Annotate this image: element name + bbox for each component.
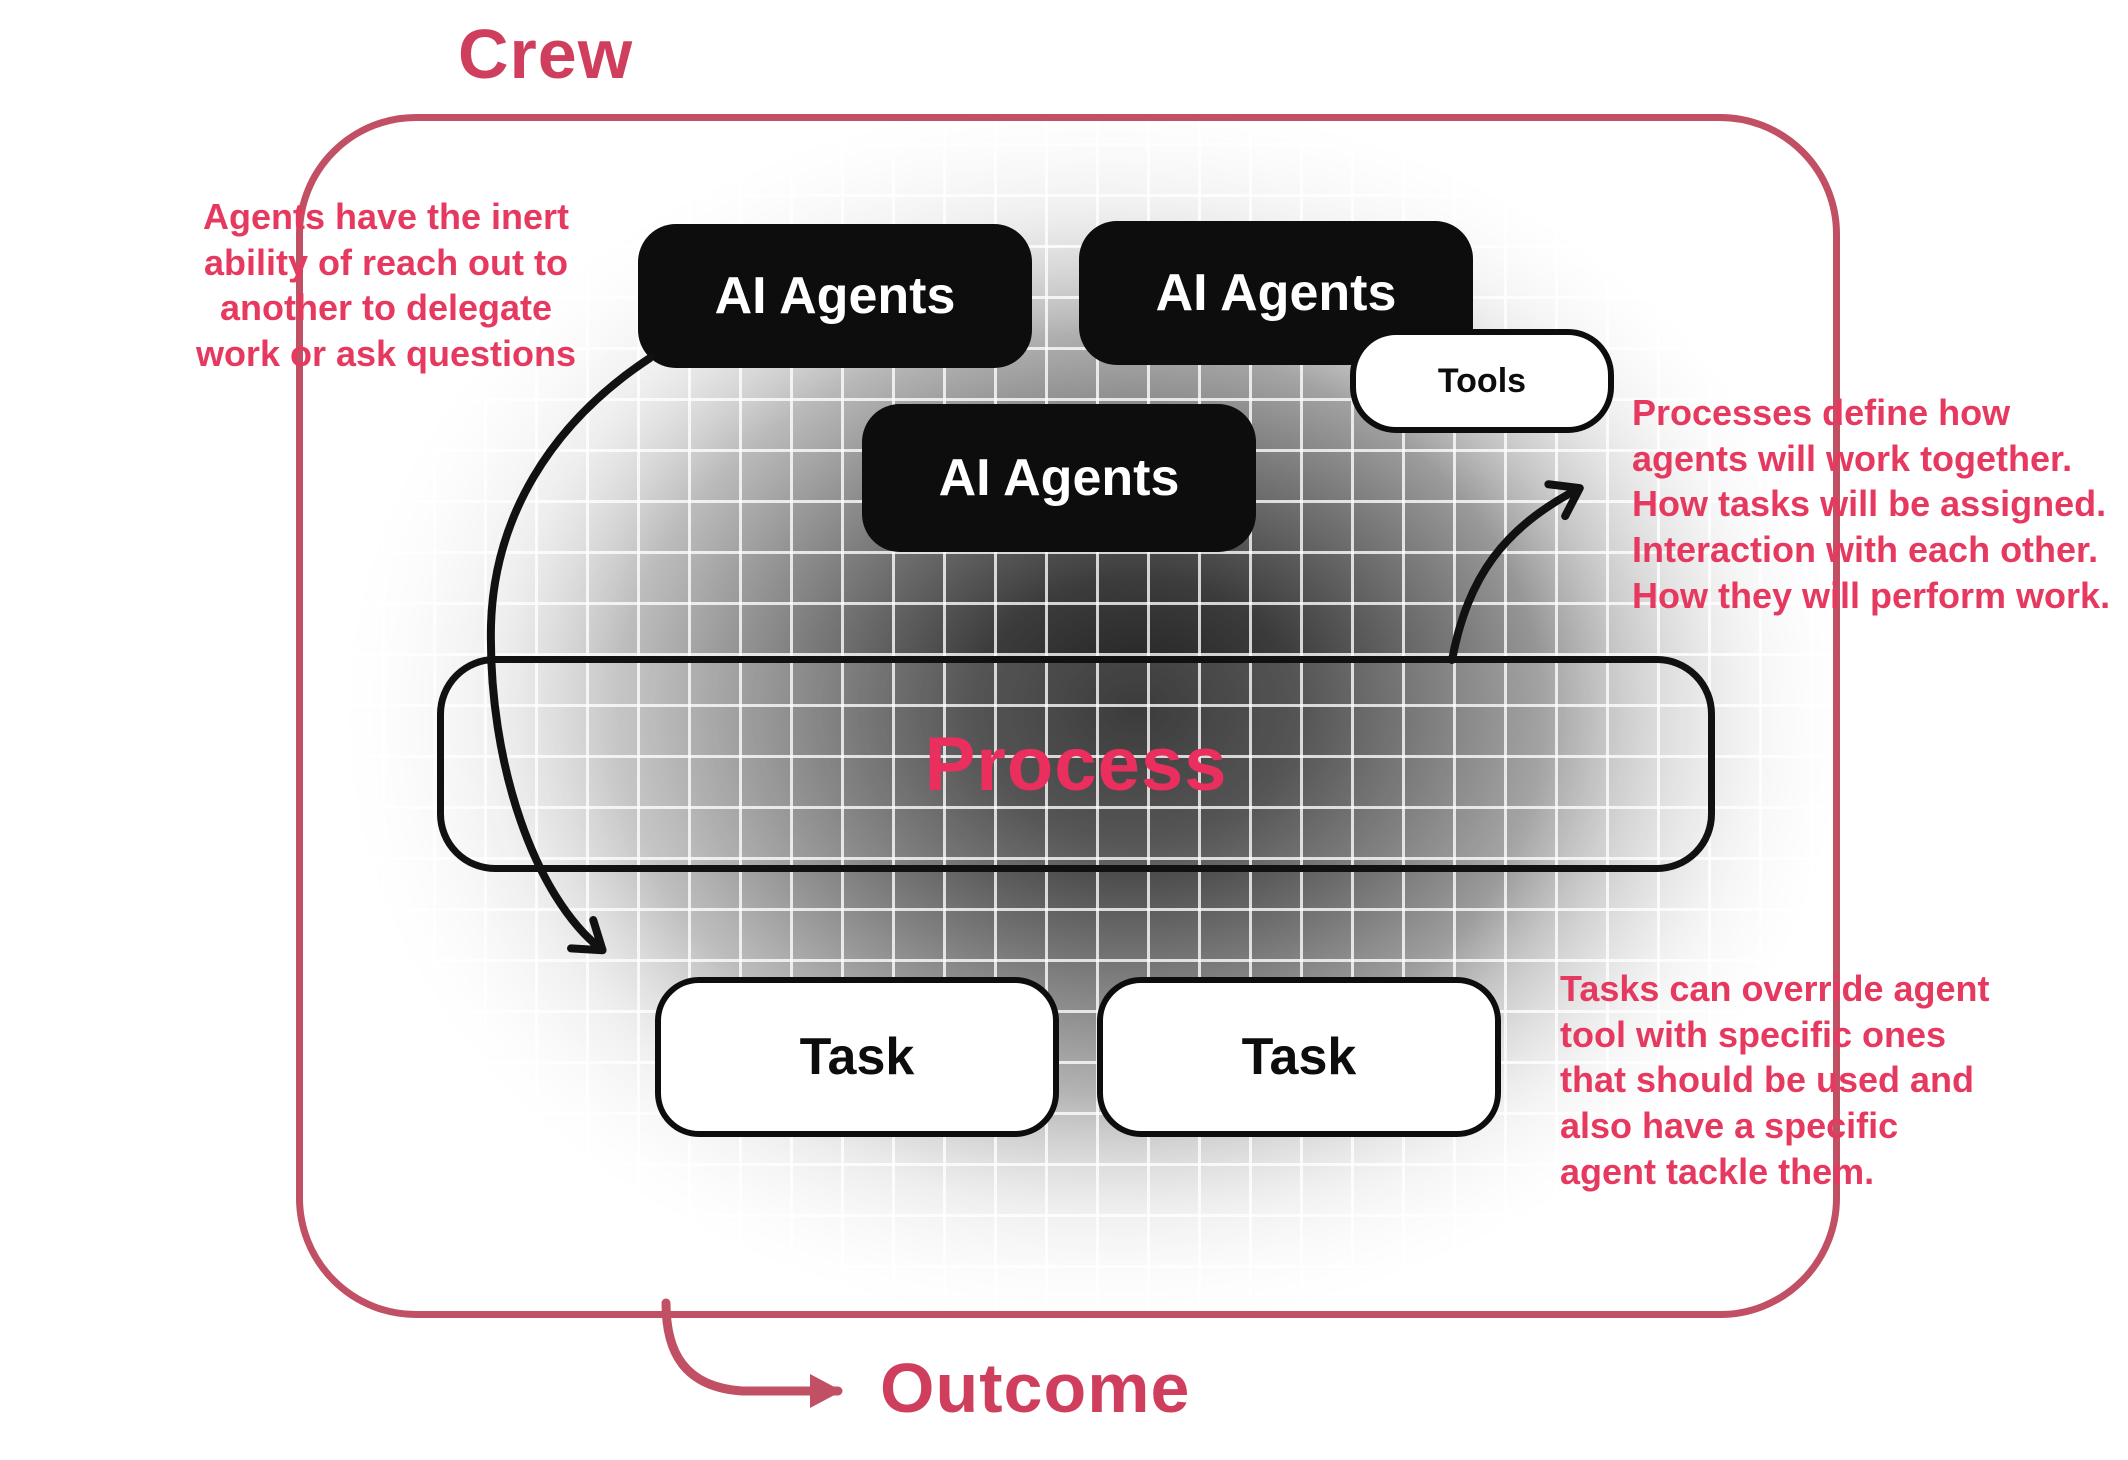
ai-agents-node-top-left: AI Agents	[638, 224, 1032, 368]
task-node-right: Task	[1097, 977, 1501, 1137]
process-annotation: Processes define how agents will work to…	[1632, 392, 2111, 616]
crew-title: Crew	[458, 15, 634, 93]
task-node-left: Task	[655, 977, 1059, 1137]
ai-agents-node-middle: AI Agents	[862, 404, 1256, 552]
agents-annotation: Agents have the inert ability of reach o…	[195, 196, 577, 375]
tasks-annotation: Tasks can override agent tool with speci…	[1560, 968, 1990, 1192]
process-node: Process	[437, 656, 1715, 872]
tools-node: Tools	[1350, 329, 1614, 433]
crew-boundary	[296, 114, 1840, 1318]
outcome-title: Outcome	[880, 1349, 1191, 1427]
